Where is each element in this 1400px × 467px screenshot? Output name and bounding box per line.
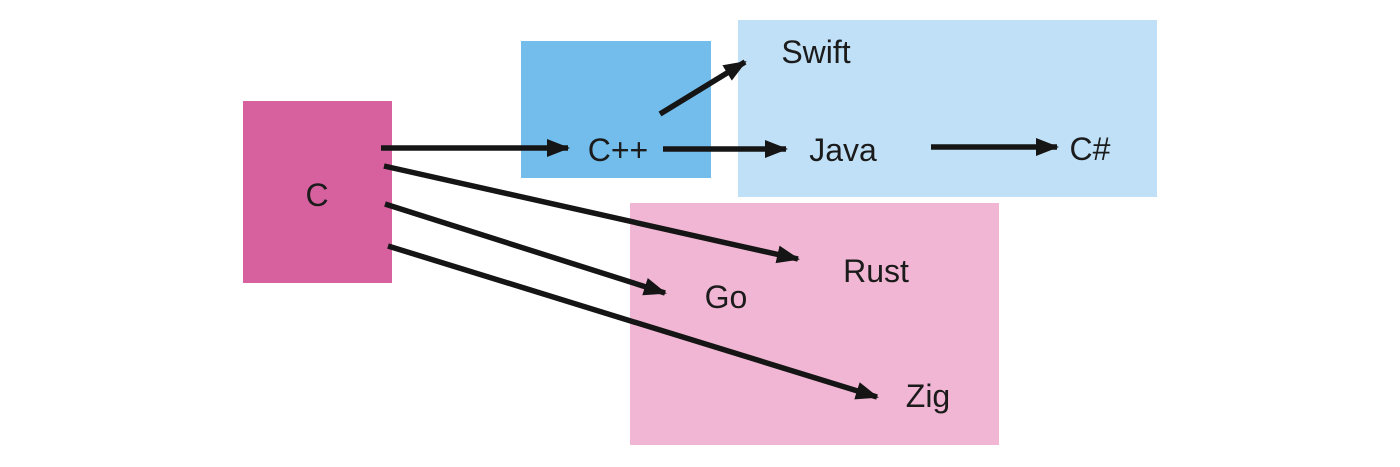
node-c: C [305,177,329,213]
node-cpp: C++ [587,132,649,168]
node-go: Go [704,279,748,315]
node-rust: Rust [843,253,909,289]
node-swift: Swift [781,34,851,70]
node-zig: Zig [905,378,951,414]
node-java: Java [809,132,877,168]
arrow-c-to-go [384,201,667,296]
node-csharp: C# [1069,131,1111,167]
group-box-light-blue [738,20,1157,197]
group-box-c [243,101,392,283]
